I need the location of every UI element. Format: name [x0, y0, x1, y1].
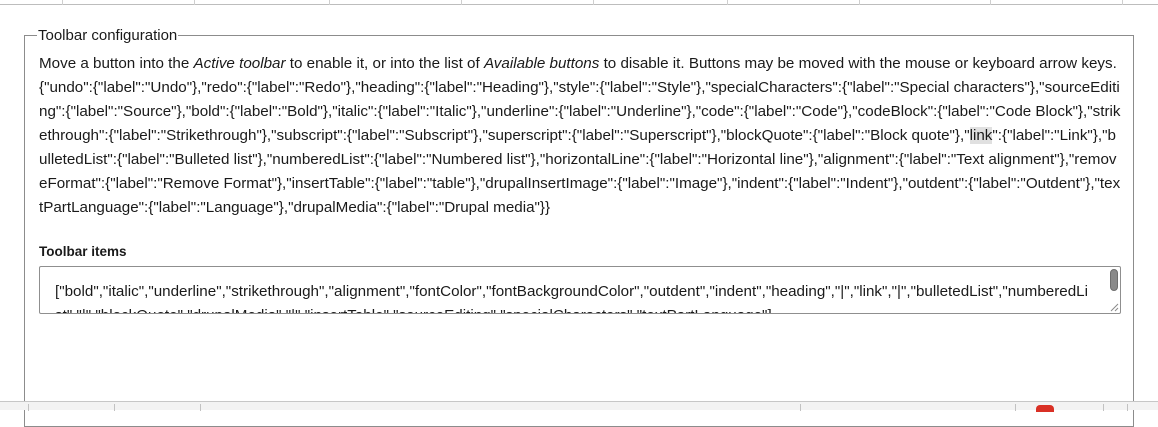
textarea-scrollbar[interactable]	[1110, 269, 1118, 291]
json-text-start: {"undo":{"label":"Undo"},"redo":{"label"…	[39, 79, 1121, 144]
bottom-edge-bar	[0, 401, 1158, 412]
top-edge-divider	[0, 0, 1158, 5]
toolbar-items-textarea[interactable]: ["bold","italic","underline","strikethro…	[39, 266, 1121, 314]
selected-text-link: link	[969, 127, 993, 144]
intro-text-start: Move a button into the	[39, 55, 194, 72]
description-intro: Move a button into the Active toolbar to…	[39, 52, 1121, 76]
notification-badge	[1036, 405, 1054, 412]
available-buttons-json: {"undo":{"label":"Undo"},"redo":{"label"…	[39, 76, 1121, 220]
fieldset-legend: Toolbar configuration	[38, 27, 178, 44]
intro-text-end: to disable it. Buttons may be moved with…	[599, 55, 1117, 72]
resize-grip-icon[interactable]	[1110, 303, 1119, 312]
toolbar-description: Move a button into the Active toolbar to…	[39, 52, 1121, 220]
available-buttons-emphasis: Available buttons	[483, 55, 600, 72]
top-edge-ticks	[0, 0, 1158, 5]
toolbar-configuration-fieldset: Toolbar configuration Move a button into…	[24, 27, 1134, 427]
json-text-end: ":{"label":"Link"},"bulletedList":{"labe…	[39, 127, 1121, 216]
intro-text-middle: to enable it, or into the list of	[285, 55, 484, 72]
toolbar-items-label: Toolbar items	[39, 244, 127, 259]
toolbar-items-value[interactable]: ["bold","italic","underline","strikethro…	[55, 283, 1089, 313]
active-toolbar-emphasis: Active toolbar	[193, 55, 286, 72]
